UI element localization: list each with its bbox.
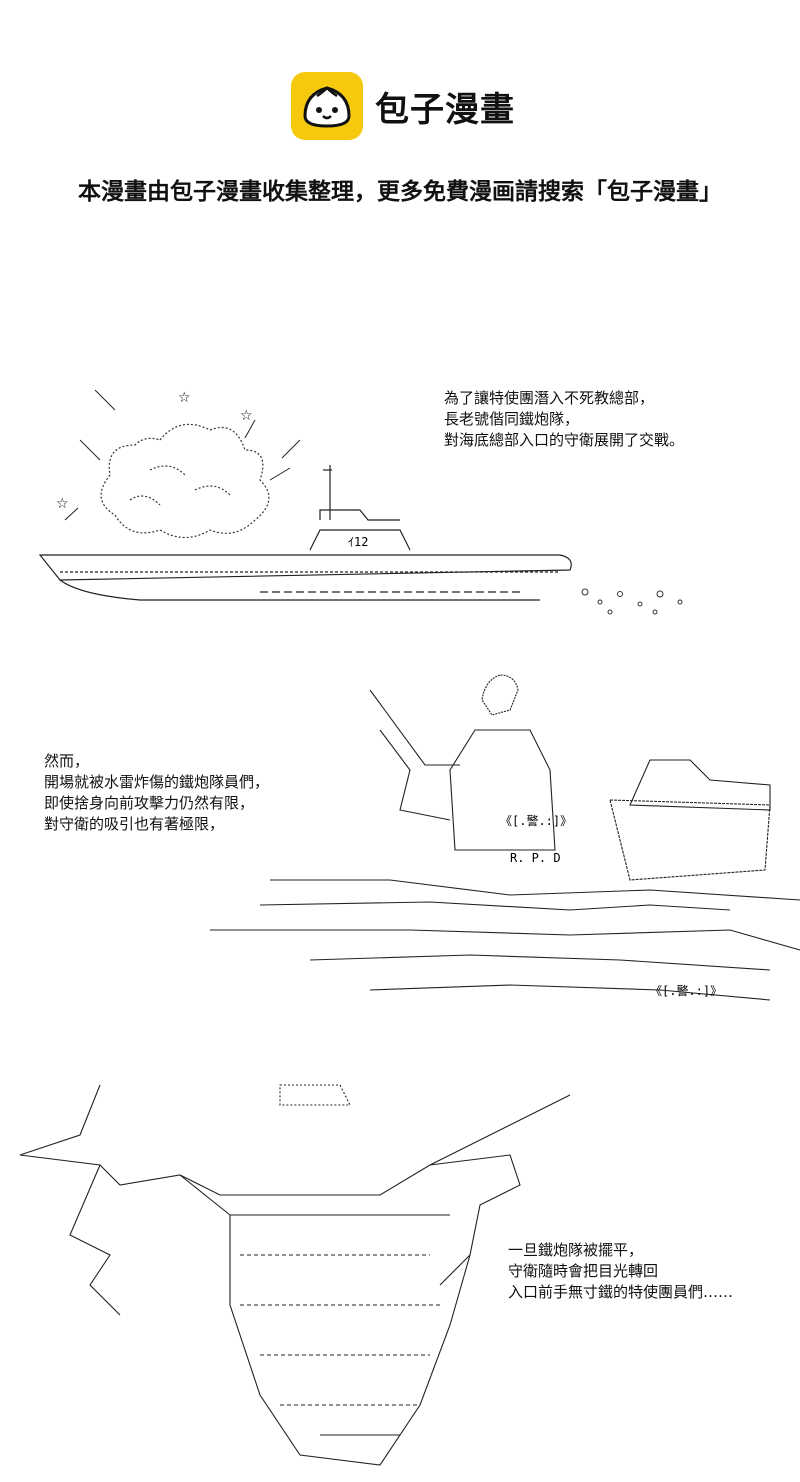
panel1-narration: 為了讓特使團潛入不死教總部， 長老號偕同鐵炮隊， 對海底總部入口的守衛展開了交戰… [444,388,684,451]
guardian-illustration [19,1084,571,1466]
badge-label: R. P. D [510,851,561,865]
svg-text:☆: ☆ [178,390,191,406]
riot-police-illustration: 《[.警.:]》 R. P. D 《[.警.:]》 [210,674,800,1001]
brand-name: 包子漫畫 [375,89,515,130]
narration-line: 然而， [44,752,90,770]
panel2-narration: 然而， 開場就被水雷炸傷的鐵炮隊員們， 即使捨身向前攻擊力仍然有限， 對守衛的吸… [44,751,269,835]
narration-line: 開場就被水雷炸傷的鐵炮隊員們， [44,773,270,791]
hull-number-label: ｲ12 [348,535,368,549]
svg-text:☆: ☆ [56,496,69,512]
narration-line: 守衛隨時會把目光轉回 [508,1262,659,1280]
narration-line: 一旦鐵炮隊被擺平， [508,1241,644,1259]
narration-line: 為了讓特使團潛入不死教總部， [444,389,655,407]
narration-line: 長老號偕同鐵炮隊， [444,410,580,428]
narration-line: 即使捨身向前攻擊力仍然有限， [44,794,255,812]
narration-line: 入口前手無寸鐵的特使團員們…… [508,1283,734,1301]
battleship-illustration: ☆ ☆ ☆ ｲ12 [38,389,683,615]
bun-face-icon [291,72,363,140]
badge-label: 《[.警.:]》 [650,983,722,998]
narration-line: 對守衛的吸引也有著極限， [44,815,225,833]
svg-text:☆: ☆ [240,408,253,424]
badge-label: 《[.警.:]》 [500,813,572,828]
narration-line: 對海底總部入口的守衛展開了交戰。 [444,431,685,449]
site-logo[interactable]: 包子漫畫 [291,72,515,140]
site-banner: 本漫畫由包子漫畫收集整理，更多免費漫画請搜索「包子漫畫」 [78,179,722,205]
panel3-narration: 一旦鐵炮隊被擺平， 守衛隨時會把目光轉回 入口前手無寸鐵的特使團員們…… [508,1240,733,1303]
